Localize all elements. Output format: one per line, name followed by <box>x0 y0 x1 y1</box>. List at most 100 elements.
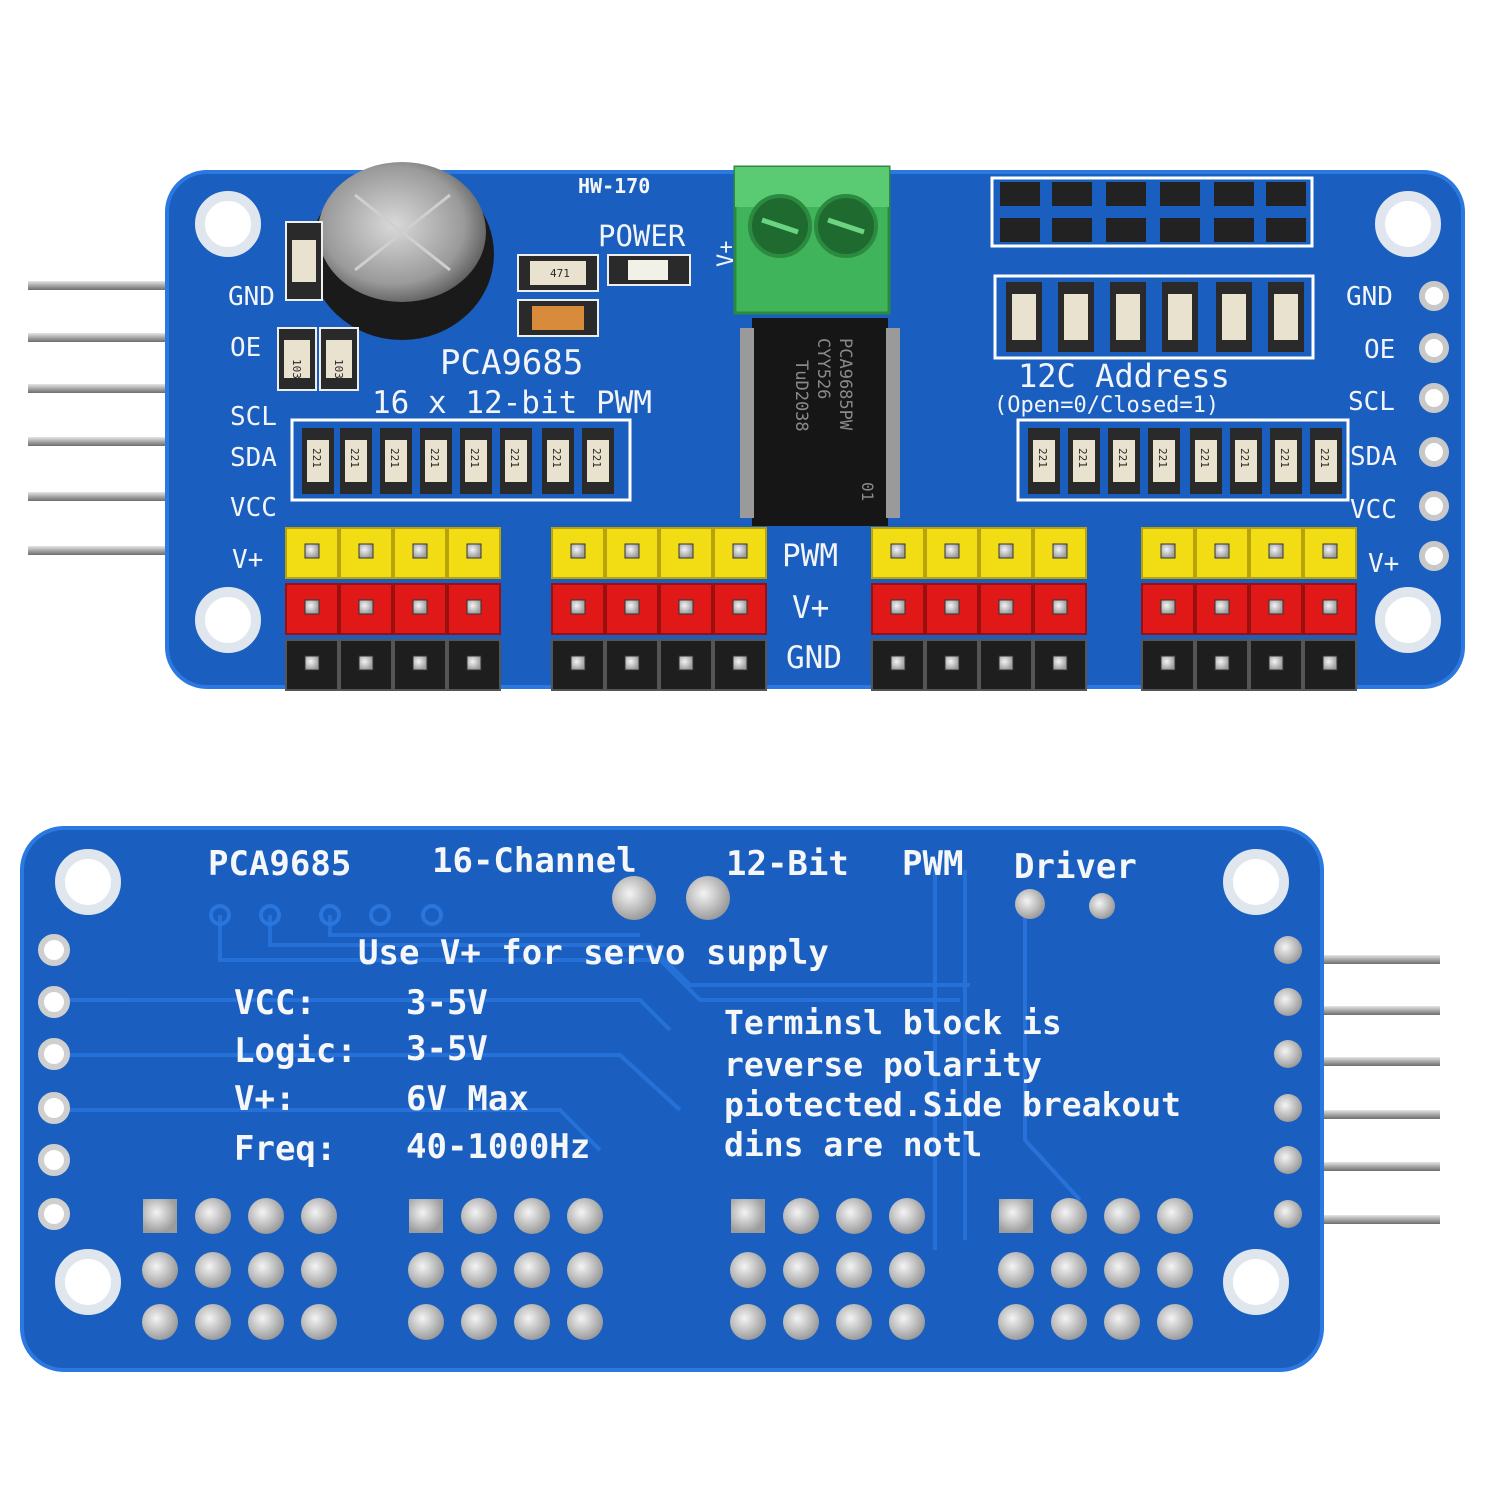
round-pad <box>142 1252 178 1288</box>
subtitle-label: 16 x 12-bit PWM <box>372 385 652 421</box>
round-pad <box>730 1304 766 1340</box>
back-traces <box>60 870 1082 1250</box>
vplus-header <box>1303 583 1357 635</box>
round-pad <box>889 1304 925 1340</box>
round-pad <box>1157 1304 1193 1340</box>
vplus-header <box>979 583 1033 635</box>
row-label-gnd: GND <box>786 640 842 676</box>
round-pad <box>301 1252 337 1288</box>
left-pin-sda: SDA <box>230 443 277 473</box>
back-title-pwm: PWM <box>902 844 963 884</box>
square-pad <box>409 1199 443 1233</box>
spec-value-logic: 3-5V <box>406 1029 488 1069</box>
spec-value-vplus: 6V Max <box>406 1079 529 1119</box>
round-pad <box>514 1198 550 1234</box>
resistor-221: 221 <box>500 428 532 494</box>
gnd-header <box>713 639 767 691</box>
round-pad <box>1051 1252 1087 1288</box>
round-pad <box>1104 1198 1140 1234</box>
pwm-header <box>1195 527 1249 579</box>
round-pad <box>889 1252 925 1288</box>
resistor-221-code: 221 <box>468 448 481 468</box>
pwm-header <box>1249 527 1303 579</box>
resistor-221: 221 <box>420 428 452 494</box>
left-pin-vplus: V+ <box>232 545 263 575</box>
round-pad <box>783 1198 819 1234</box>
resistor-471: 471 <box>550 267 570 280</box>
servo-solder-pads <box>142 1198 1193 1340</box>
round-pad <box>1104 1252 1140 1288</box>
gnd-header <box>1303 639 1357 691</box>
right-pin-labels: GND OE SCL SDA VCC V+ <box>1346 282 1399 579</box>
vplus-header <box>393 583 447 635</box>
resistor-221: 221 <box>1148 428 1180 494</box>
round-pad <box>836 1198 872 1234</box>
resistor-221-code: 221 <box>1318 448 1331 468</box>
left-pin-oe: OE <box>230 333 261 363</box>
spec-label-vcc: VCC: <box>234 983 316 1023</box>
i2c-address-jumpers <box>990 176 1314 248</box>
right-pin-scl: SCL <box>1348 387 1395 417</box>
i2c-address-note: (Open=0/Closed=1) <box>994 393 1219 418</box>
vplus-header <box>605 583 659 635</box>
round-pad <box>195 1198 231 1234</box>
pwm-header <box>1033 527 1087 579</box>
back-mounting-holes <box>55 849 1289 1315</box>
round-pad <box>195 1304 231 1340</box>
gnd-header <box>979 639 1033 691</box>
round-pad <box>783 1252 819 1288</box>
round-pad <box>998 1304 1034 1340</box>
chip-name-label: PCA9685 <box>440 343 583 383</box>
pwm-header <box>925 527 979 579</box>
note-line-3: piotected.Side breakout <box>724 1085 1181 1124</box>
gnd-header <box>551 639 605 691</box>
vplus-header <box>1033 583 1087 635</box>
resistor-221-code: 221 <box>1198 448 1211 468</box>
chip-marking-2: CYY526 <box>813 338 833 399</box>
resistor-221: 221 <box>1270 428 1302 494</box>
gnd-header <box>1033 639 1087 691</box>
terminal-solder-joints <box>209 876 1115 926</box>
resistor-221-code: 221 <box>1076 448 1089 468</box>
resistor-221: 221 <box>1068 428 1100 494</box>
pca9685-chip: PCA9685PW CYY526 TuD2038 01 <box>740 318 900 526</box>
round-pad <box>461 1252 497 1288</box>
back-pcb <box>20 826 1324 1372</box>
round-pad <box>195 1252 231 1288</box>
vplus-header <box>1249 583 1303 635</box>
vplus-header <box>925 583 979 635</box>
square-pad <box>731 1199 765 1233</box>
right-side-pads <box>1419 281 1449 571</box>
polarity-note: Terminsl block is reverse polarity piote… <box>724 1003 1181 1164</box>
resistor-221-code: 221 <box>508 448 521 468</box>
round-pad <box>1157 1252 1193 1288</box>
round-pad <box>514 1252 550 1288</box>
gnd-header <box>285 639 339 691</box>
resistor-221: 221 <box>1310 428 1342 494</box>
note-line-1: Terminsl block is <box>724 1003 1062 1042</box>
resistor-221-code: 221 <box>1036 448 1049 468</box>
round-pad <box>783 1304 819 1340</box>
back-title-chip: PCA9685 <box>208 844 351 884</box>
round-pad <box>248 1198 284 1234</box>
back-title-channels: 16-Channel <box>432 841 637 881</box>
resistor-221: 221 <box>1190 428 1222 494</box>
round-pad <box>461 1198 497 1234</box>
left-pin-labels: GND OE SCL SDA VCC V+ <box>228 282 277 575</box>
vplus-header <box>285 583 339 635</box>
chip-marking-1: PCA9685PW <box>835 338 855 431</box>
specs-table: VCC: 3-5V Logic: 3-5V V+: 6V Max Freq: 4… <box>234 983 590 1169</box>
pwm-header <box>393 527 447 579</box>
right-pin-gnd: GND <box>1346 282 1393 312</box>
round-pad <box>567 1252 603 1288</box>
pwm-header <box>979 527 1033 579</box>
gnd-header <box>1141 639 1195 691</box>
round-pad <box>998 1252 1034 1288</box>
resistor-221-code: 221 <box>348 448 361 468</box>
round-pad <box>301 1198 337 1234</box>
gnd-header <box>393 639 447 691</box>
right-pin-vplus: V+ <box>1368 549 1399 579</box>
front-board: 103 103 471 HW-170 POWER PCA9685 16 x 12… <box>28 162 1465 691</box>
electrolytic-capacitor <box>310 162 494 340</box>
